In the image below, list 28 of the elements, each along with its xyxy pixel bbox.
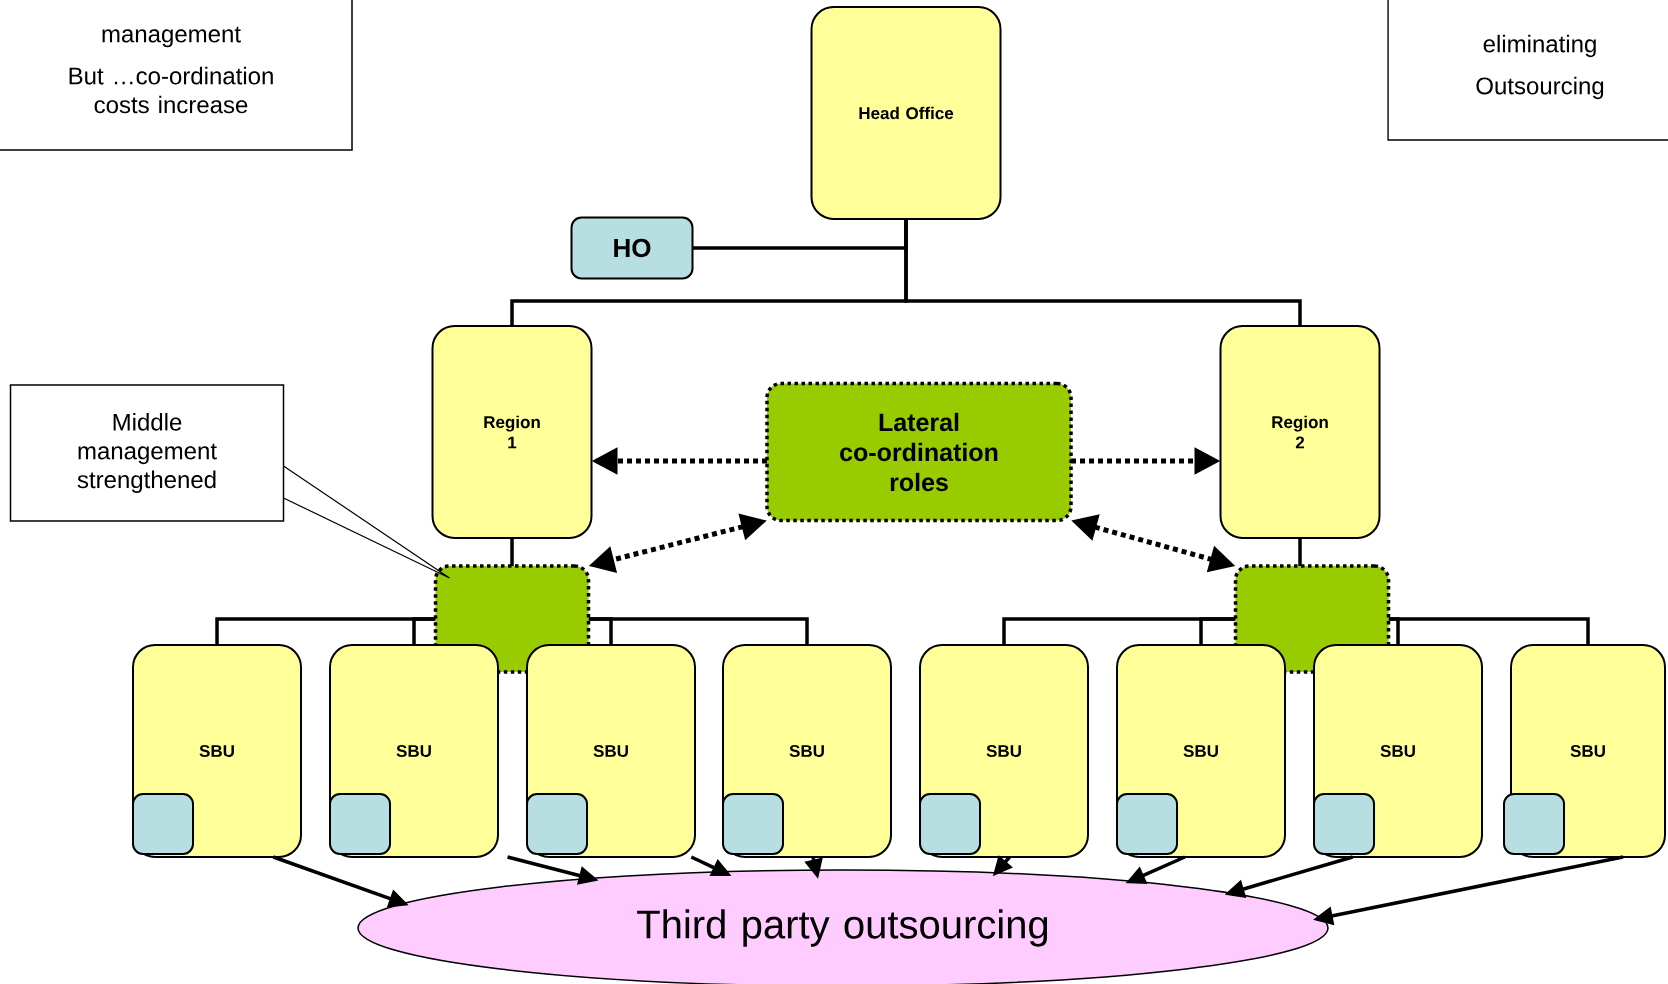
- square-box: [722, 793, 784, 855]
- process-box: SBU: [132, 644, 302, 858]
- process-box: SBU: [919, 644, 1089, 858]
- process-box: Lateral co-ordination roles: [765, 381, 1073, 523]
- square-box: [1116, 793, 1178, 855]
- square-box: [1503, 793, 1565, 855]
- process-box: SBU: [1510, 644, 1666, 858]
- square-box: [329, 793, 391, 855]
- connector-line: [588, 617, 809, 645]
- square-box: [919, 793, 981, 855]
- connector-line: [1298, 538, 1302, 566]
- connector-line: [1199, 617, 1236, 645]
- process-box: Region 1: [431, 325, 593, 539]
- text-box: management But …co-ordination costs increase: [0, 0, 353, 151]
- connector-line: [510, 538, 514, 566]
- callout-box: Middle management strengthened: [9, 384, 285, 522]
- process-box: SBU: [722, 644, 892, 858]
- square-box: [526, 793, 588, 855]
- text-box: eliminating Outsourcing: [1387, 0, 1668, 141]
- process-box: Head Office: [810, 6, 1002, 220]
- process-box: HO: [570, 216, 694, 280]
- square-box: [1313, 793, 1375, 855]
- square-box: [132, 793, 194, 855]
- leader-line: [282, 465, 451, 579]
- connector-line: [1388, 617, 1590, 645]
- connector-line: [412, 617, 436, 645]
- connector-line: [904, 219, 1302, 326]
- process-box: Region 2: [1219, 325, 1381, 539]
